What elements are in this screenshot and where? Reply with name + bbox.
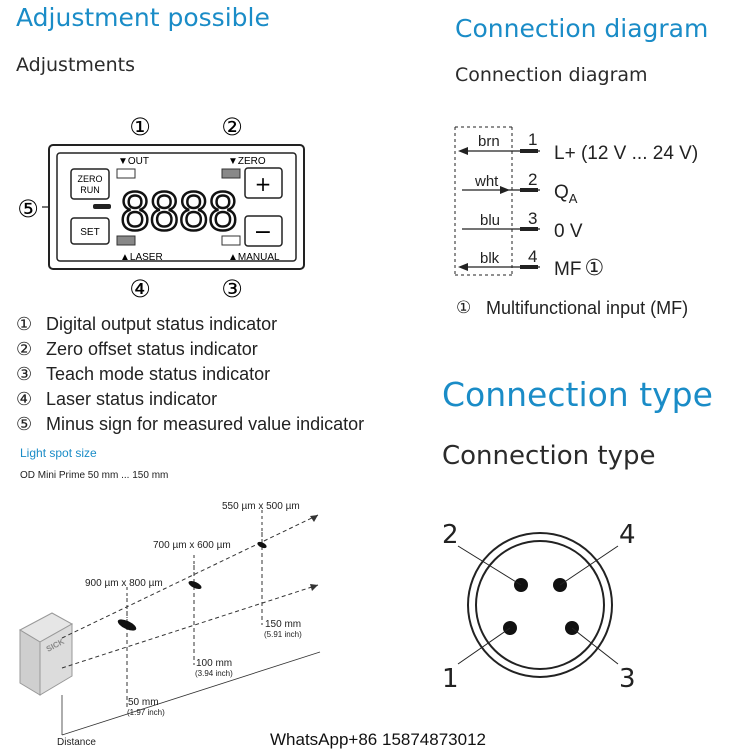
spot-50mm	[117, 619, 137, 631]
connection-diagram-heading: Connection diagram	[455, 14, 709, 43]
footnote-text: Multifunctional input (MF)	[486, 298, 688, 318]
pin2-function: QA	[554, 182, 578, 206]
zero-label: ▼ZERO	[228, 156, 266, 167]
connection-diagram-subheading: Connection diagram	[455, 64, 648, 86]
minus-button	[244, 215, 283, 247]
svg-text:900 µm x 800 µm: 900 µm x 800 µm	[85, 578, 163, 589]
adjustment-heading: Adjustment possible	[16, 3, 270, 32]
pin3-function: 0 V	[554, 221, 583, 242]
svg-text:550 µm x 500 µm: 550 µm x 500 µm	[222, 501, 300, 512]
svg-text:wht: wht	[474, 173, 499, 190]
zero-run-button	[70, 168, 110, 200]
svg-text:blk: blk	[480, 250, 500, 267]
plus-button	[244, 167, 283, 199]
svg-text:150 mm: 150 mm	[265, 619, 301, 630]
connector-label-3: 3	[619, 664, 636, 694]
manual-label: ▲MANUAL	[228, 252, 280, 263]
svg-text:(1.97 inch): (1.97 inch)	[127, 708, 165, 717]
callout-2: ②	[221, 113, 243, 141]
svg-text:100 mm: 100 mm	[196, 658, 232, 669]
svg-text:blu: blu	[480, 212, 500, 229]
connection-type-heading: Connection type	[442, 375, 713, 414]
svg-text:700 µm x 600 µm: 700 µm x 600 µm	[153, 540, 231, 551]
connector-outer-ring	[467, 532, 613, 678]
footnote-number: ①	[456, 298, 471, 318]
svg-text:ZERO: ZERO	[77, 174, 102, 184]
svg-text:4: 4	[528, 247, 537, 266]
svg-text:1: 1	[528, 130, 537, 149]
zero-led	[221, 168, 241, 179]
callout-5: ⑤	[17, 195, 39, 223]
spot-150mm	[257, 541, 267, 549]
connection-type-subheading: Connection type	[442, 441, 656, 471]
out-led	[116, 168, 136, 179]
light-spot-title: Light spot size	[20, 446, 97, 460]
set-button	[70, 217, 110, 245]
manual-led	[221, 235, 241, 246]
svg-text:(3.94 inch): (3.94 inch)	[195, 669, 233, 678]
svg-text:3: 3	[528, 209, 537, 228]
svg-text:SET: SET	[80, 227, 99, 238]
svg-text:brn: brn	[478, 133, 500, 150]
callout-1: ①	[129, 113, 151, 141]
callout-3: ③	[221, 275, 243, 303]
distance-label: Distance	[57, 737, 96, 748]
pin1-function: L+ (12 V ... 24 V)	[554, 143, 698, 164]
connector-label-2: 2	[442, 520, 459, 550]
svg-text:(5.91 inch): (5.91 inch)	[264, 630, 302, 639]
svg-text:2: 2	[528, 170, 537, 189]
svg-text:−: −	[254, 220, 272, 245]
laser-led	[116, 235, 136, 246]
minus-sign-indicator	[93, 204, 111, 209]
spot-100mm	[188, 580, 202, 590]
connector-label-1: 1	[442, 664, 459, 694]
connector-label-4: 4	[619, 520, 636, 550]
out-label: ▼OUT	[118, 156, 149, 167]
laser-label: ▲LASER	[120, 252, 163, 263]
callout-4: ④	[129, 275, 151, 303]
seven-segment-display: 8888	[119, 183, 236, 243]
whatsapp-watermark: WhatsApp+86 15874873012	[270, 730, 486, 749]
svg-text:+: +	[255, 172, 272, 196]
connector-inner-ring	[475, 540, 605, 670]
adjustments-subheading: Adjustments	[16, 54, 135, 76]
light-spot-subtitle: OD Mini Prime 50 mm ... 150 mm	[20, 470, 169, 481]
svg-text:RUN: RUN	[80, 185, 100, 195]
svg-text:50 mm: 50 mm	[128, 697, 159, 708]
